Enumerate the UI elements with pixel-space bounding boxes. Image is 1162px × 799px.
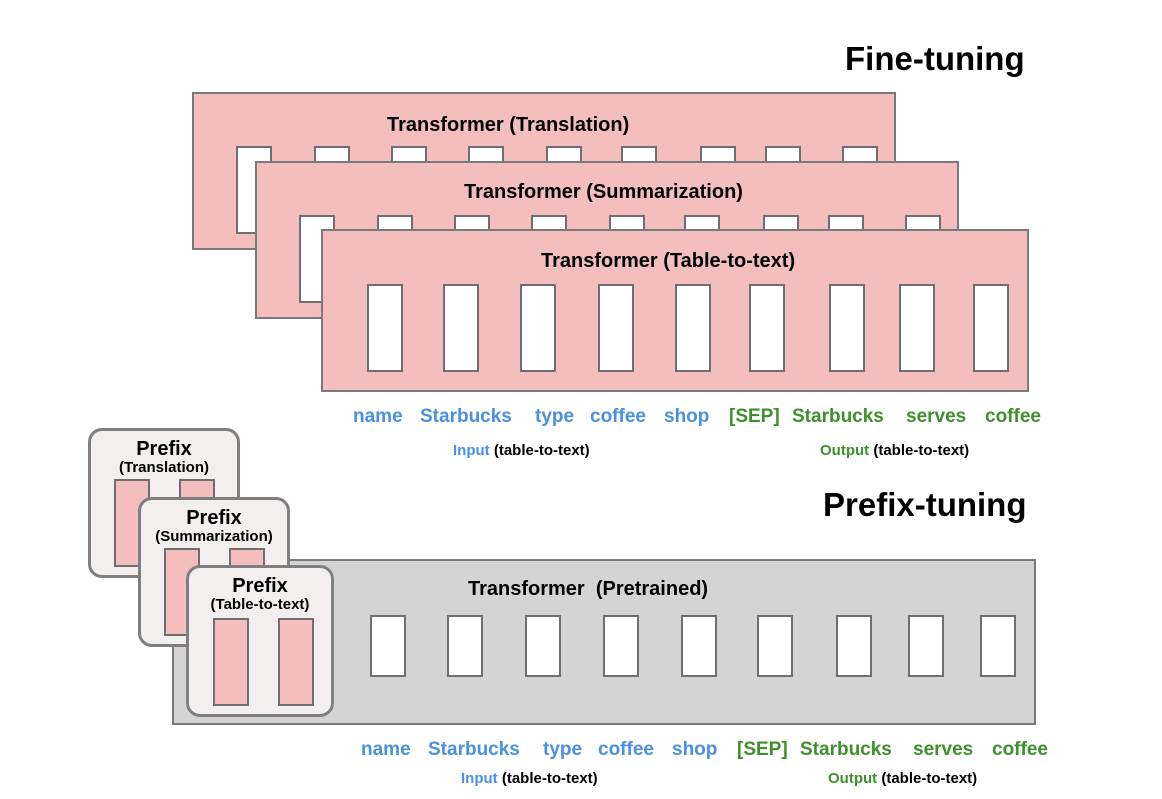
output-caption-keyword: Output xyxy=(828,770,878,787)
input-token: name xyxy=(361,739,411,760)
input-token: type xyxy=(535,406,575,427)
output-caption-rest: (table-to-text) xyxy=(873,442,970,459)
output-token: [SEP] xyxy=(729,406,780,427)
output-caption-rest: (table-to-text) xyxy=(881,770,978,787)
prefix-table-to-text-title: Prefix xyxy=(232,575,288,597)
input-token: shop xyxy=(664,406,710,427)
token-cell xyxy=(749,284,785,372)
input-token: coffee xyxy=(590,406,646,427)
output-caption: Output (table-to-text) xyxy=(820,442,969,459)
output-token: coffee xyxy=(985,406,1041,427)
input-token: name xyxy=(353,406,403,427)
output-token: coffee xyxy=(992,739,1048,760)
output-token: serves xyxy=(906,406,967,427)
input-caption: Input (table-to-text) xyxy=(453,442,590,459)
prefix-summarization-title: Prefix xyxy=(186,507,242,529)
prefix-translation-title: Prefix xyxy=(136,438,192,460)
prefix-cell xyxy=(213,618,249,706)
transformer-summarization-label: Transformer (Summarization) xyxy=(464,181,743,203)
token-cell xyxy=(443,284,479,372)
token-cell xyxy=(367,284,403,372)
input-token: shop xyxy=(672,739,718,760)
token-cell xyxy=(681,615,717,677)
token-cell xyxy=(370,615,406,677)
token-cell xyxy=(447,615,483,677)
output-token: Starbucks xyxy=(792,406,884,427)
token-cell xyxy=(525,615,561,677)
token-cell xyxy=(675,284,711,372)
output-caption: Output (table-to-text) xyxy=(828,770,977,787)
transformer-translation-label: Transformer (Translation) xyxy=(387,114,630,136)
token-cell xyxy=(973,284,1009,372)
token-cell xyxy=(980,615,1016,677)
input-caption-rest: (table-to-text) xyxy=(501,770,598,787)
transformer-table-to-text-box: Transformer (Table-to-text) xyxy=(321,229,1029,392)
input-caption: Input (table-to-text) xyxy=(461,770,598,787)
token-cell xyxy=(603,615,639,677)
token-cell xyxy=(598,284,634,372)
input-caption-keyword: Input xyxy=(453,442,490,459)
output-token: [SEP] xyxy=(737,739,788,760)
token-cell xyxy=(757,615,793,677)
token-cell xyxy=(899,284,935,372)
token-cell xyxy=(836,615,872,677)
transformer-pretrained-label: Transformer (Pretrained) xyxy=(468,578,709,600)
token-cell xyxy=(829,284,865,372)
token-cell xyxy=(908,615,944,677)
input-caption-rest: (table-to-text) xyxy=(493,442,590,459)
input-token: coffee xyxy=(598,739,654,760)
prefix-table-to-text-subtitle: (Table-to-text) xyxy=(210,596,310,613)
input-token: Starbucks xyxy=(428,739,520,760)
output-token: Starbucks xyxy=(800,739,892,760)
input-token: Starbucks xyxy=(420,406,512,427)
transformer-table-to-text-label: Transformer (Table-to-text) xyxy=(541,250,796,272)
prefix-summarization-subtitle: (Summarization) xyxy=(155,528,273,545)
prefix-cell xyxy=(278,618,314,706)
output-caption-keyword: Output xyxy=(820,442,870,459)
prefix-translation-subtitle: (Translation) xyxy=(118,459,209,476)
token-cell xyxy=(520,284,556,372)
input-token: type xyxy=(543,739,583,760)
output-token: serves xyxy=(913,739,974,760)
fine-tuning-title: Fine-tuning xyxy=(845,40,1025,77)
prefix-tuning-title: Prefix-tuning xyxy=(823,486,1027,523)
input-caption-keyword: Input xyxy=(461,770,498,787)
prefix-table-to-text-box: Prefix (Table-to-text) xyxy=(186,565,334,717)
